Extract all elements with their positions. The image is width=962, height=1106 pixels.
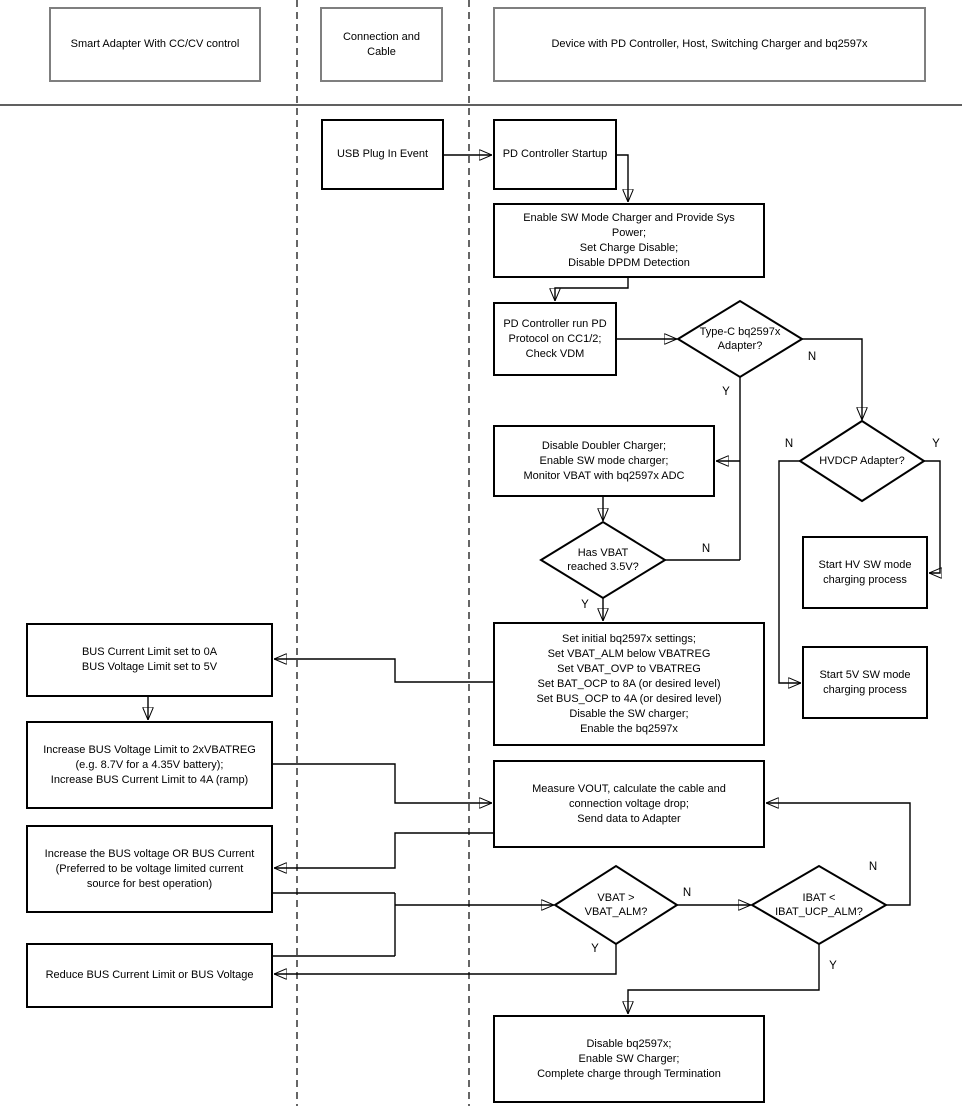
lane-header-label: Connection and Cable [342, 30, 421, 58]
branch-label-typec-n: N [807, 351, 817, 363]
branch-label-ibat-y: Y [829, 960, 837, 972]
branch-label-typec-y: Y [722, 386, 730, 398]
branch-label-has-vbat-y: Y [581, 599, 589, 611]
node-label: Reduce BUS Current Limit or BUS Voltage [45, 969, 254, 981]
branch-label-hvdcp-n: N [784, 438, 794, 450]
node-label: Disable Doubler Charger; Enable SW mode … [523, 439, 685, 482]
lane-header-label: Smart Adapter With CC/CV control [70, 38, 240, 50]
node-bus-limit-set: BUS Current Limit set to 0A BUS Voltage … [26, 623, 273, 697]
node-pd-controller-startup: PD Controller Startup [493, 119, 617, 190]
node-hvdcp-adapter-decision: HVDCP Adapter? [800, 421, 924, 501]
node-label: PD Controller Startup [502, 148, 608, 160]
node-has-vbat-decision: Has VBAT reached 3.5V? [541, 522, 665, 598]
node-label: Type-C bq2597x Adapter? [699, 326, 781, 352]
node-pd-controller-run-pd: PD Controller run PD Protocol on CC1/2; … [493, 302, 617, 376]
node-increase-bus-voltage-limit: Increase BUS Voltage Limit to 2xVBATREG … [26, 721, 273, 809]
diamond-has-vbat [539, 520, 667, 600]
node-label: Increase the BUS voltage OR BUS Current … [44, 847, 255, 890]
branch-label-vbat-y: Y [591, 943, 599, 955]
node-complete-charge: Disable bq2597x; Enable SW Charger; Comp… [493, 1015, 765, 1103]
lane-header-label: Device with PD Controller, Host, Switchi… [551, 38, 868, 50]
node-label: Start HV SW mode charging process [818, 558, 912, 586]
node-label: Disable bq2597x; Enable SW Charger; Comp… [537, 1037, 721, 1080]
node-label: VBAT > VBAT_ALM? [584, 892, 648, 918]
diamond-typec [676, 299, 804, 379]
lane-dividers [296, 0, 470, 1106]
node-vbat-alm-decision: VBAT > VBAT_ALM? [555, 866, 677, 944]
branch-label-has-vbat-n: N [701, 543, 711, 555]
branch-label-hvdcp-y: Y [932, 438, 940, 450]
node-increase-bus-voltage-or-current: Increase the BUS voltage OR BUS Current … [26, 825, 273, 913]
node-typec-adapter-decision: Type-C bq2597x Adapter? [678, 301, 802, 377]
node-measure-vout: Measure VOUT, calculate the cable and co… [493, 760, 765, 848]
diamond-hvdcp [798, 419, 926, 503]
diamond-vbat-alm [553, 864, 679, 946]
node-label: Set initial bq2597x settings; Set VBAT_A… [536, 632, 722, 735]
node-label: Enable SW Mode Charger and Provide Sys P… [523, 211, 735, 269]
node-label: USB Plug In Event [336, 148, 429, 160]
diamond-ibat-ucp [750, 864, 888, 946]
node-label: Increase BUS Voltage Limit to 2xVBATREG … [43, 743, 256, 786]
lane-header-device: Device with PD Controller, Host, Switchi… [493, 7, 926, 82]
node-label: HVDCP Adapter? [819, 455, 905, 467]
node-ibat-ucp-decision: IBAT < IBAT_UCP_ALM? [752, 866, 886, 944]
branch-label-ibat-n: N [868, 861, 878, 873]
node-label: Start 5V SW mode charging process [819, 668, 911, 696]
lane-header-cable: Connection and Cable [320, 7, 443, 82]
node-set-initial-bq2597x-settings: Set initial bq2597x settings; Set VBAT_A… [493, 622, 765, 746]
node-label: BUS Current Limit set to 0A BUS Voltage … [81, 646, 218, 673]
decision-diamonds [539, 299, 926, 946]
node-start-hv-sw-mode: Start HV SW mode charging process [802, 536, 928, 609]
node-label: Measure VOUT, calculate the cable and co… [532, 782, 726, 825]
node-label: PD Controller run PD Protocol on CC1/2; … [503, 317, 607, 360]
node-usb-plug-in-event: USB Plug In Event [321, 119, 444, 190]
node-reduce-bus-current-limit: Reduce BUS Current Limit or BUS Voltage [26, 943, 273, 1008]
node-enable-sw-mode-charger: Enable SW Mode Charger and Provide Sys P… [493, 203, 765, 278]
node-start-5v-sw-mode: Start 5V SW mode charging process [802, 646, 928, 719]
lane-header-adapter: Smart Adapter With CC/CV control [49, 7, 261, 82]
node-label: Has VBAT reached 3.5V? [567, 547, 639, 573]
node-label: IBAT < IBAT_UCP_ALM? [775, 892, 863, 918]
branch-label-vbat-n: N [682, 887, 692, 899]
node-disable-doubler-charger: Disable Doubler Charger; Enable SW mode … [493, 425, 715, 497]
flow-edges [148, 155, 940, 1014]
